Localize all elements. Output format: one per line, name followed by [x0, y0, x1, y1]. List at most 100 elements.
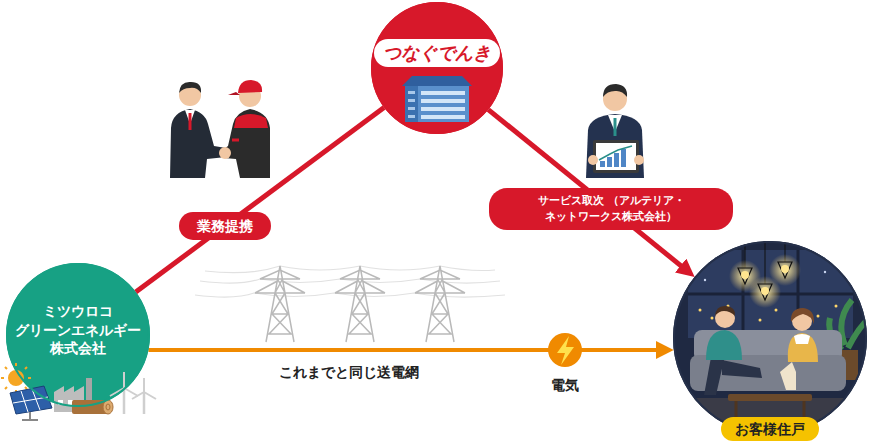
power-wires — [205, 266, 495, 273]
electricity-icon — [548, 333, 582, 367]
home-illustration — [817, 315, 820, 318]
home-illustration — [794, 334, 810, 344]
circle-outline — [372, 3, 502, 133]
windmill-icon — [143, 392, 146, 414]
electricity-label: 電気 — [547, 375, 583, 395]
company-circle: つなぐでんき — [371, 2, 503, 134]
circle-outline — [674, 242, 866, 434]
home-illustration — [788, 333, 818, 362]
home-illustration — [706, 330, 742, 360]
company-disk — [371, 2, 503, 134]
building-icon — [402, 76, 472, 86]
agent-illustration — [596, 143, 636, 170]
log-icon — [72, 400, 113, 414]
agent-illustration — [600, 161, 605, 167]
circle-outline — [673, 241, 867, 435]
agent-illustration — [634, 155, 644, 165]
solar-panel-icon — [22, 412, 38, 420]
home-illustration — [791, 308, 814, 324]
handshake-illustration — [224, 109, 270, 178]
home-illustration — [699, 309, 702, 312]
building-icon — [408, 115, 415, 118]
customer-circle: お客様住戸 — [673, 241, 867, 435]
log-icon — [103, 400, 113, 414]
home-illustration — [758, 284, 772, 300]
handshake-illustration — [189, 113, 192, 130]
supplier-disk — [6, 263, 150, 407]
solar-panel-icon — [13, 389, 48, 412]
power-line — [148, 348, 663, 352]
home-illustration — [738, 268, 752, 284]
pylon — [415, 266, 465, 342]
agent-illustration — [614, 153, 619, 167]
windmill-icon — [110, 372, 156, 414]
home-illustration — [715, 306, 735, 316]
building-icon — [408, 99, 415, 102]
supplier-disk — [6, 263, 150, 407]
partnership-pill-holder: 業務提携 — [179, 211, 271, 239]
service-pill-holder: サービス取次 （アルテリア・ネットワークス株式会社） — [489, 188, 733, 230]
electricity-label-holder: 電気 — [547, 375, 583, 395]
route-label: これまでと同じ送電網 — [274, 362, 424, 382]
home-illustration — [778, 262, 792, 278]
building-icon — [405, 86, 418, 122]
building-icon — [421, 91, 465, 95]
circle-outline — [371, 2, 503, 134]
handshake-illustration — [170, 80, 270, 178]
solar-panel-icon — [10, 386, 52, 414]
home-illustration — [670, 238, 870, 438]
home-illustration — [835, 305, 838, 308]
home-illustration — [824, 271, 826, 273]
home-illustration — [781, 265, 789, 273]
partnership-line — [136, 107, 384, 292]
handshake-illustration — [179, 82, 201, 93]
building-icon — [408, 91, 415, 94]
company-disk — [371, 2, 503, 134]
agent-illustration — [621, 149, 626, 167]
agent-illustration — [614, 118, 617, 136]
agent-illustration — [593, 140, 639, 173]
handshake-illustration — [234, 114, 268, 128]
solar-panel-icon — [10, 386, 52, 420]
building-icon — [408, 107, 415, 110]
agent-illustration — [586, 84, 644, 178]
windmill-icon — [110, 372, 138, 396]
building-icon — [421, 99, 465, 103]
supplier-circle: ミツウロコ グリーンエネルギー 株式会社 — [6, 263, 150, 407]
home-illustration — [704, 279, 706, 281]
home-illustration — [769, 254, 801, 286]
pylon — [255, 266, 465, 342]
windmill-icon — [132, 378, 156, 399]
handshake-illustration — [170, 109, 226, 178]
home-illustration — [722, 360, 762, 378]
agent-illustration — [603, 84, 627, 97]
customer-label: お客様住戸 — [721, 417, 819, 441]
agent-illustration — [586, 114, 644, 178]
home-illustration — [775, 309, 778, 312]
partnership-pill: 業務提携 — [179, 211, 271, 239]
windmill-icon — [123, 388, 126, 414]
agent-illustration — [599, 146, 632, 160]
pylon — [335, 266, 385, 342]
log-icon — [106, 404, 110, 410]
handshake-illustration — [219, 147, 231, 159]
pylon — [255, 266, 305, 342]
home-illustration — [761, 287, 769, 295]
brand-logo: つなぐでんき — [374, 39, 500, 67]
home-illustration — [728, 394, 812, 401]
agent-illustration — [588, 155, 598, 165]
handshake-illustration — [238, 80, 262, 93]
agent-illustration — [607, 157, 612, 167]
home-illustration — [670, 238, 870, 438]
building-icon — [405, 86, 469, 122]
electricity-icon — [557, 336, 574, 365]
home-illustration — [780, 362, 796, 390]
electricity-icon — [548, 333, 582, 367]
building-icon — [421, 107, 465, 111]
service-pill: サービス取次 （アルテリア・ネットワークス株式会社） — [489, 188, 733, 230]
